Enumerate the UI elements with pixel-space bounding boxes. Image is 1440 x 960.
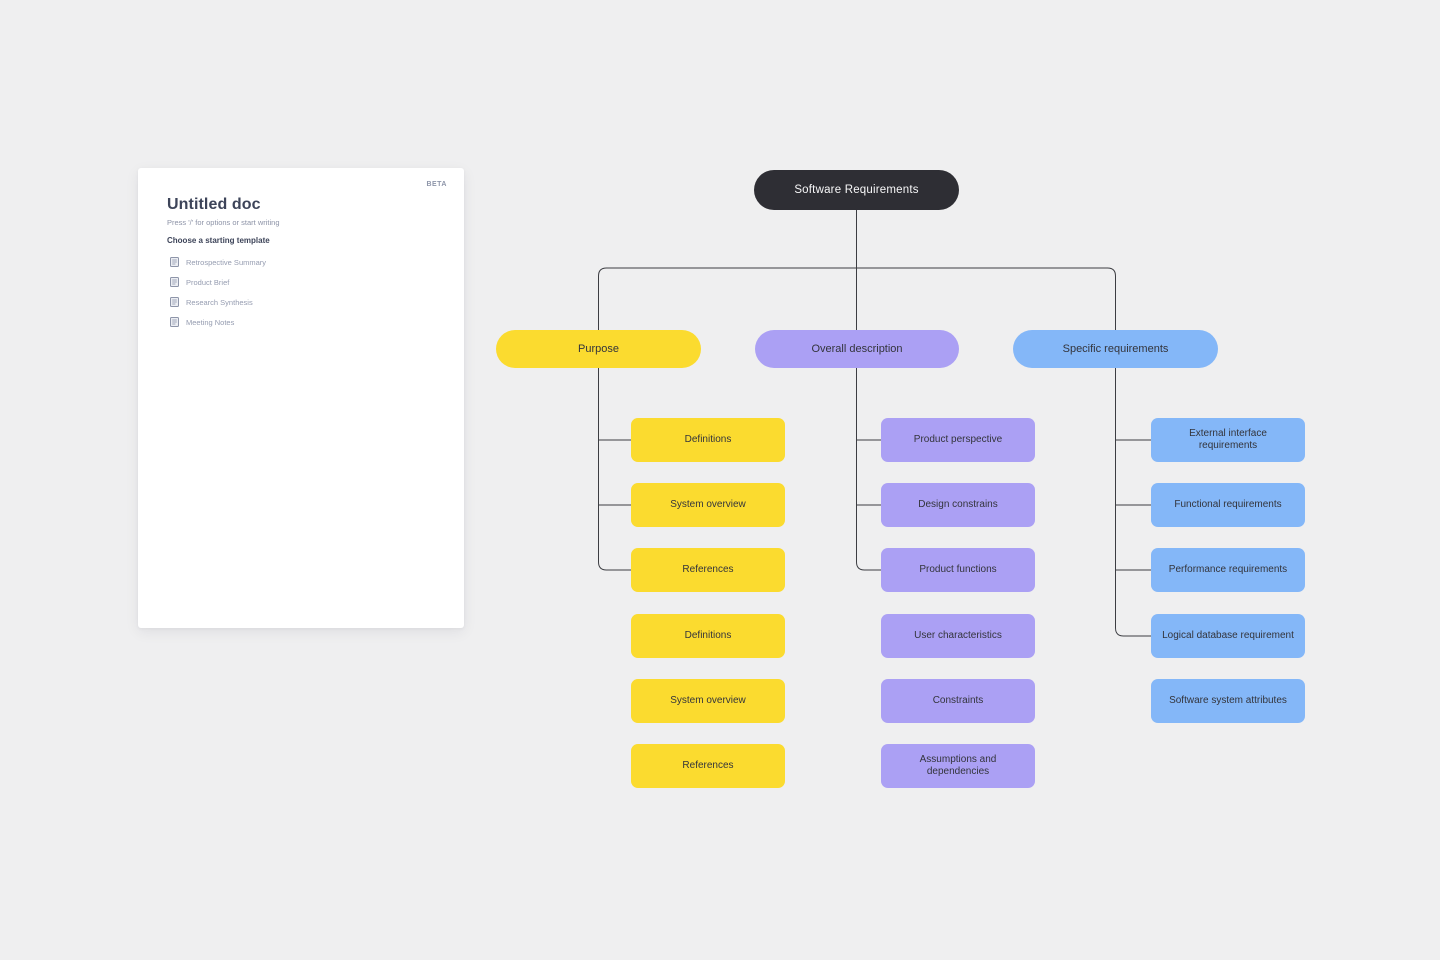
beta-badge: BETA [426, 181, 447, 188]
document-icon [170, 257, 179, 267]
doc-placeholder-hint: Press '/' for options or start writing [167, 218, 280, 227]
document-icon [170, 297, 179, 307]
detached-node-assumptions-and-dependencies[interactable]: Assumptions and dependencies [881, 744, 1035, 788]
template-item-research-synthesis[interactable]: Research Synthesis [170, 292, 266, 312]
child-node-performance-requirements[interactable]: Performance requirements [1151, 548, 1305, 592]
template-list: Retrospective Summary Product Brief [170, 252, 266, 332]
branch-node-specific-requirements[interactable]: Specific requirements [1013, 330, 1218, 368]
detached-node-constraints[interactable]: Constraints [881, 679, 1035, 723]
branch-node-purpose[interactable]: Purpose [496, 330, 701, 368]
branch-node-overall-description[interactable]: Overall description [755, 330, 959, 368]
child-node-product-functions[interactable]: Product functions [881, 548, 1035, 592]
detached-node-references[interactable]: References [631, 744, 785, 788]
child-node-logical-database-requirement[interactable]: Logical database requirement [1151, 614, 1305, 658]
template-item-retrospective-summary[interactable]: Retrospective Summary [170, 252, 266, 272]
template-item-product-brief[interactable]: Product Brief [170, 272, 266, 292]
doc-title[interactable]: Untitled doc [167, 196, 261, 213]
root-node-software-requirements[interactable]: Software Requirements [754, 170, 959, 210]
child-node-functional-requirements[interactable]: Functional requirements [1151, 483, 1305, 527]
detached-node-definitions[interactable]: Definitions [631, 614, 785, 658]
child-node-external-interface-requirements[interactable]: External interface requirements [1151, 418, 1305, 462]
document-icon [170, 317, 179, 327]
template-label: Research Synthesis [186, 297, 253, 307]
doc-editor-panel[interactable]: BETA Untitled doc Press '/' for options … [138, 168, 464, 628]
child-node-system-overview[interactable]: System overview [631, 483, 785, 527]
detached-node-system-overview[interactable]: System overview [631, 679, 785, 723]
child-node-design-constrains[interactable]: Design constrains [881, 483, 1035, 527]
templates-heading: Choose a starting template [167, 236, 270, 245]
document-icon [170, 277, 179, 287]
template-label: Product Brief [186, 277, 230, 287]
template-label: Meeting Notes [186, 317, 235, 327]
template-label: Retrospective Summary [186, 257, 267, 267]
child-node-product-perspective[interactable]: Product perspective [881, 418, 1035, 462]
child-node-definitions[interactable]: Definitions [631, 418, 785, 462]
template-item-meeting-notes[interactable]: Meeting Notes [170, 312, 266, 332]
child-node-references[interactable]: References [631, 548, 785, 592]
detached-node-software-system-attributes[interactable]: Software system attributes [1151, 679, 1305, 723]
detached-node-user-characteristics[interactable]: User characteristics [881, 614, 1035, 658]
